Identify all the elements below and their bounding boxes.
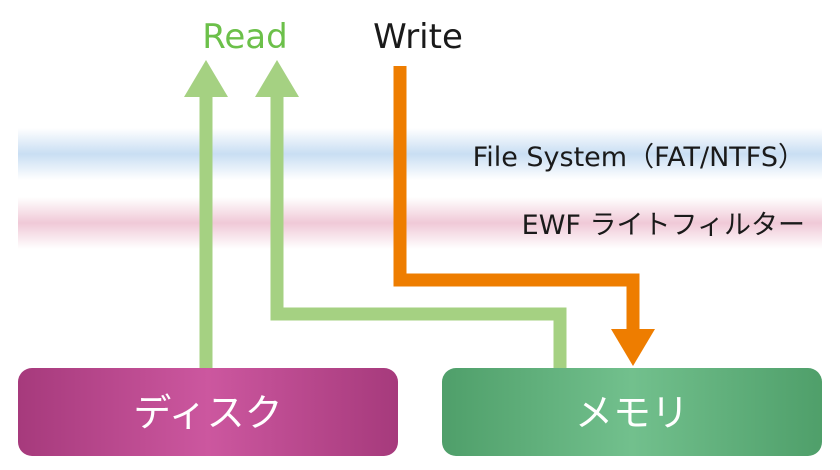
disk-label: ディスク — [133, 391, 282, 435]
memory-box: メモリ — [442, 368, 822, 456]
memory-label: メモリ — [575, 391, 689, 435]
read-label: Read — [202, 17, 287, 57]
read-arrow-from-disk — [184, 60, 228, 372]
disk-box: ディスク — [18, 368, 398, 456]
ewf-filter-layer — [18, 197, 822, 249]
read-arrow-from-memory — [255, 60, 567, 368]
ewf-filter-label: EWF ライトフィルター — [522, 210, 805, 241]
write-arrow-to-memory — [393, 66, 655, 366]
write-label: Write — [373, 17, 463, 57]
file-system-layer — [18, 128, 822, 180]
file-system-label: File System（FAT/NTFS） — [473, 142, 805, 173]
